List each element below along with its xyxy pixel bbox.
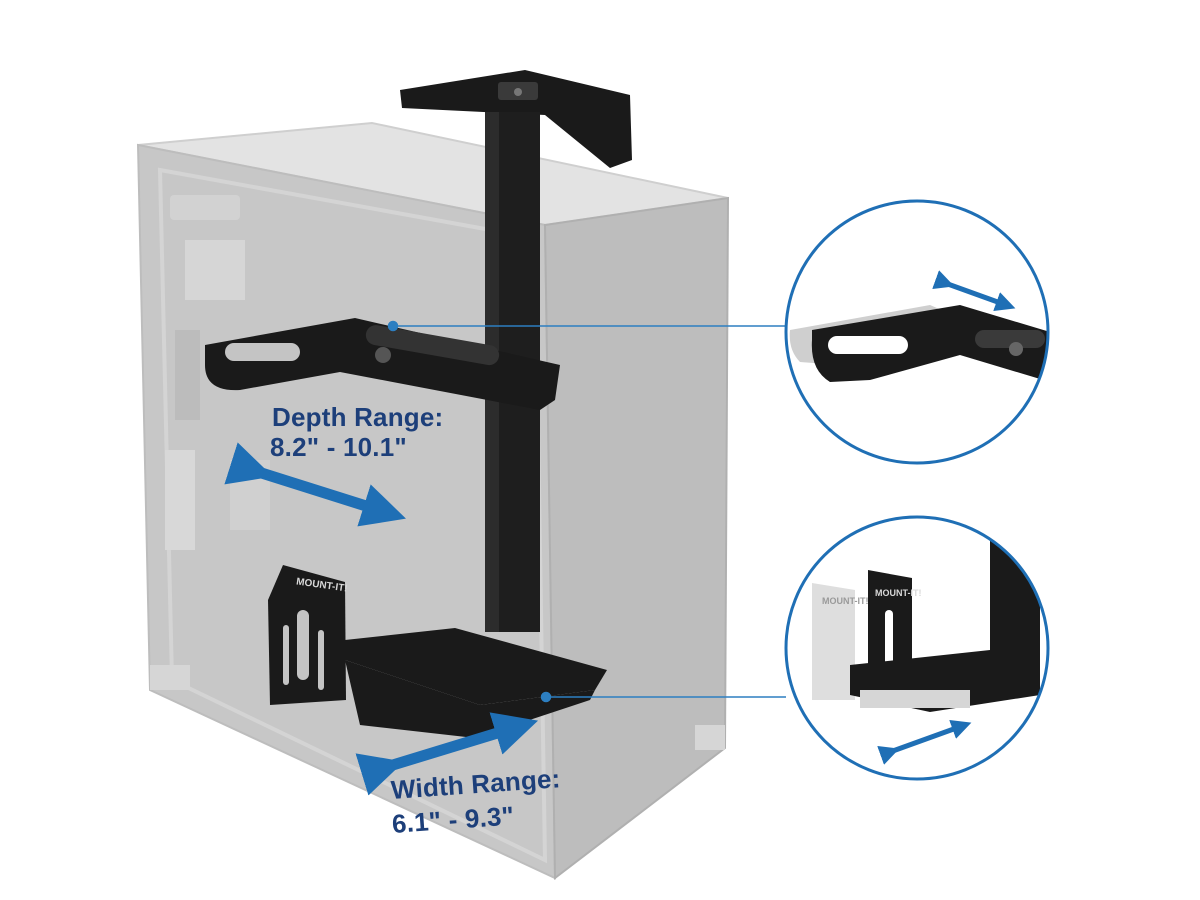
depth-range-value: 8.2" - 10.1" bbox=[270, 432, 407, 462]
width-arrow bbox=[355, 712, 539, 796]
depth-range-title: Depth Range: bbox=[272, 402, 444, 432]
cpu-mount bbox=[205, 70, 632, 738]
depth-detail-inset bbox=[784, 199, 1050, 465]
callout-lines bbox=[387, 320, 786, 703]
brand-logo-inset: MOUNT-IT! bbox=[875, 588, 922, 598]
depth-arrow bbox=[224, 442, 406, 527]
pc-case bbox=[136, 121, 730, 881]
width-detail-inset bbox=[784, 515, 1050, 781]
brand-logo-inset-ghost: MOUNT-IT! bbox=[822, 596, 869, 606]
